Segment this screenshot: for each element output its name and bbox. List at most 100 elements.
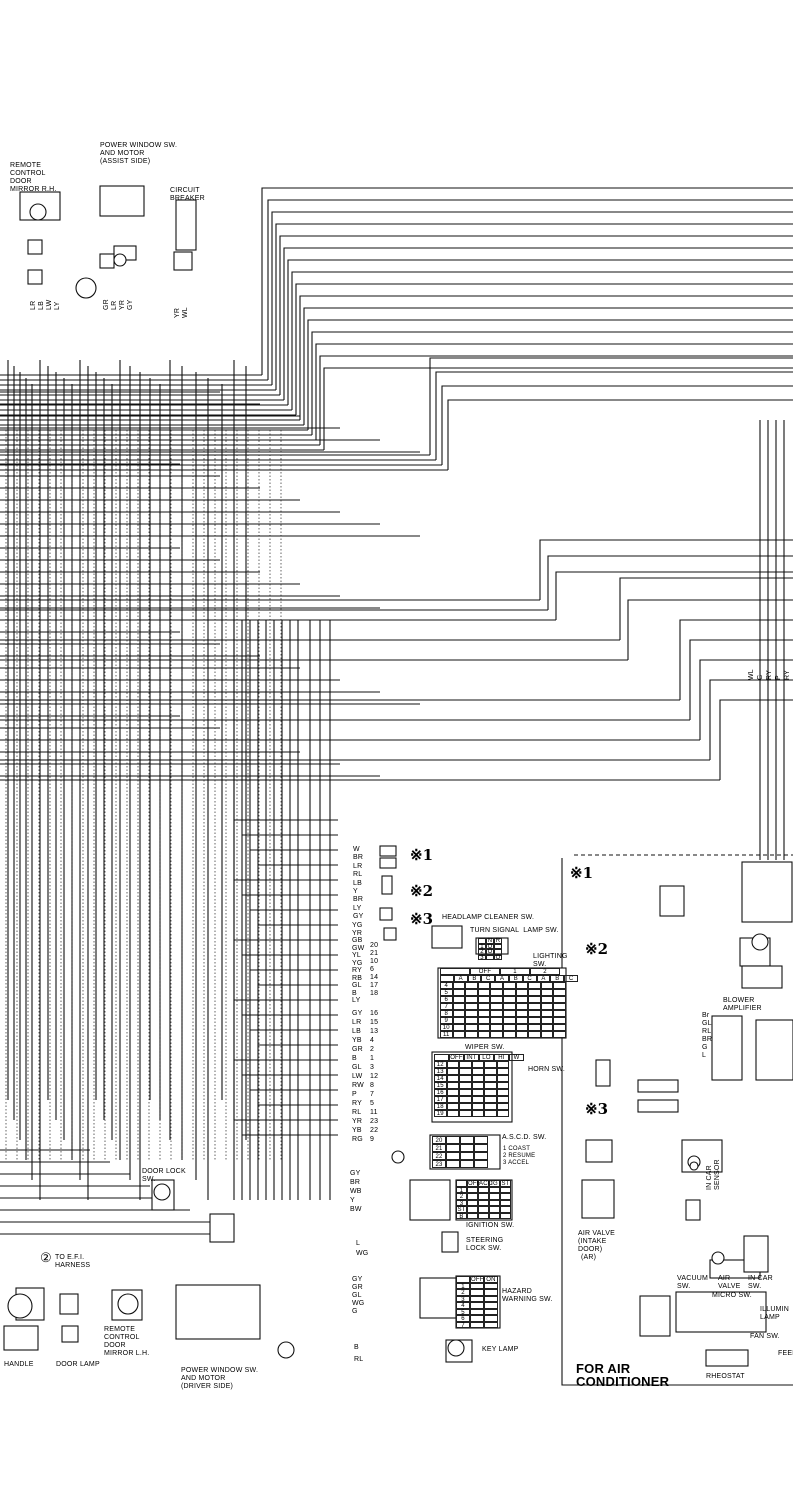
component-box-29 (175, 1284, 261, 1340)
ignition-rows-cell-0-2 (478, 1186, 489, 1193)
lighting-rows-cell-6-5 (503, 1024, 516, 1031)
ignition-rows-cell-2-0: 3 (456, 1199, 467, 1207)
ascd-rows-cell-0-1 (446, 1136, 460, 1144)
lighting-rows-cell-0-1 (452, 982, 466, 989)
component-box-8 (379, 845, 397, 857)
lighting-rows-cell-4-4 (490, 1010, 503, 1017)
ascd-rows-cell-1-3 (474, 1144, 488, 1152)
wiper-rows-cell-5-3 (471, 1096, 484, 1103)
conn-upper-code-6: BR (353, 896, 364, 904)
hazard-code-3: WG (352, 1300, 365, 1307)
ac-right-code-0: WL (748, 669, 755, 680)
lighting-rows-cell-3-3 (477, 1003, 491, 1010)
ascd-rows-cell-0-3 (474, 1136, 488, 1144)
air-valve-label: AIR VALVE (718, 1275, 741, 1290)
component-box-30 (209, 1213, 235, 1243)
lighting-rows-cell-7-8 (540, 1031, 554, 1038)
conn-mid-code-2: GB (352, 937, 363, 944)
wiper-rows-cell-5-1 (446, 1096, 459, 1103)
bus-wire-15 (323, 367, 793, 450)
component-box-44 (755, 1019, 793, 1081)
conn-lower-code-1: LR (352, 1019, 362, 1026)
hazard-rows-cell-3-2 (484, 1302, 498, 1309)
lighting-rows-cell-5-7 (528, 1017, 541, 1024)
conn-lower-code-8: RW (352, 1082, 364, 1089)
component-box-34 (637, 1079, 679, 1093)
wiper-rows-cell-3-5 (496, 1082, 509, 1089)
ignition-header-cell-0-1: OFF (467, 1180, 481, 1187)
conn-lower-code-7: LW (352, 1073, 363, 1080)
component-box-20 (441, 1231, 459, 1253)
lighting-rows-cell-7-1 (452, 1031, 466, 1038)
horn-sw-label: HORN SW. (528, 1066, 565, 1073)
wiper-rows-cell-4-4 (484, 1089, 497, 1096)
bus-wire-7 (291, 271, 793, 410)
ignition-rows-cell-1-0: 2 (456, 1193, 467, 1200)
lighting-rows-cell-5-2 (465, 1017, 478, 1024)
lighting-rows-cell-7-0: 11 (440, 1031, 453, 1038)
wiper-header-cell-0-0 (434, 1054, 449, 1061)
component-box-13 (431, 925, 463, 949)
conn-mid-code-4: YL (352, 952, 361, 959)
component-box-7 (173, 251, 193, 271)
component-box-2 (175, 199, 197, 251)
wiper-rows-cell-6-1 (446, 1103, 459, 1110)
in-car-sensor-label: IN CAR SENSOR (706, 1159, 721, 1190)
conn-lower-code-11: RL (352, 1109, 362, 1116)
blower-code-3: BR (702, 1036, 713, 1043)
bus-wire-20 (539, 539, 793, 600)
conn-lower-num-7: 12 (370, 1073, 379, 1080)
lighting-rows-cell-7-4 (490, 1031, 503, 1038)
to-efi-label: TO E.F.I. HARNESS (55, 1254, 91, 1269)
component-box-25 (3, 1325, 39, 1351)
lighting-rows-cell-3-5 (503, 1003, 516, 1010)
turn-table-cell-2-0: 2 (478, 949, 486, 955)
component-box-26 (59, 1293, 79, 1315)
bus-wire-23 (619, 577, 793, 640)
conn-mid-code-1: YR (352, 929, 363, 937)
bus-wire-21 (547, 555, 793, 610)
component-circle-11 (391, 1150, 405, 1164)
lighting-rows-cell-1-5 (503, 989, 516, 996)
ignition-header-cell-0-2: ACC (478, 1180, 493, 1187)
component-box-40 (741, 861, 793, 923)
wiper-rows-cell-7-3 (471, 1110, 484, 1117)
lighting-rows-cell-6-3 (477, 1024, 491, 1031)
conn-mid-num-2: 10 (370, 958, 379, 965)
hazard-rows-cell-4-2 (484, 1308, 498, 1315)
mark-ac-3: ※3 (585, 1100, 609, 1118)
hazard-rows-cell-0-2 (484, 1282, 498, 1289)
blower-code-2: RL (702, 1028, 712, 1035)
bus-wire-10 (303, 307, 793, 425)
bus-wire-14 (319, 355, 793, 445)
hazard-code-2: GL (352, 1292, 362, 1299)
component-box-6 (99, 253, 115, 269)
wiper-rows-cell-3-1 (446, 1082, 459, 1089)
lighting-sub-cell-0-9: C (564, 975, 578, 982)
ascd-rows-cell-3-1 (446, 1160, 460, 1168)
bus-wire-5 (283, 247, 793, 400)
lighting-rows-cell-4-3 (477, 1010, 491, 1017)
hazard-code-0: GY (352, 1276, 363, 1283)
mirror-rh-code-3: LY (54, 301, 61, 310)
wiper-rows-cell-5-2 (459, 1096, 472, 1103)
ascd-rows-cell-2-2 (460, 1152, 474, 1160)
lighting-rows-cell-5-5 (503, 1017, 516, 1024)
lighting-sub-cell-0-6: C (522, 975, 537, 982)
lighting-rows-cell-7-6 (515, 1031, 529, 1038)
lighting-rows-cell-6-9 (553, 1024, 566, 1031)
lighting-rows-cell-4-7 (528, 1010, 541, 1017)
component-box-38 (675, 1291, 767, 1333)
wiper-rows-cell-2-4 (484, 1075, 497, 1082)
power-window-assist-label: POWER WINDOW SW. AND MOTOR (ASSIST SIDE) (100, 142, 178, 165)
bus-wire-19 (447, 399, 793, 470)
wiper-rows-cell-6-5 (496, 1103, 509, 1110)
lighting-rows-cell-1-4 (490, 989, 503, 996)
lighting-rows-cell-6-1 (452, 1024, 466, 1031)
wiper-sw-label: WIPER SW. (465, 1044, 505, 1051)
lighting-rows-cell-3-0: 7 (440, 1003, 453, 1010)
conn-upper-code-8: GY (353, 913, 364, 921)
ignition-rows-cell-1-1 (467, 1193, 478, 1200)
hazard-rows-cell-5-1 (470, 1315, 484, 1322)
